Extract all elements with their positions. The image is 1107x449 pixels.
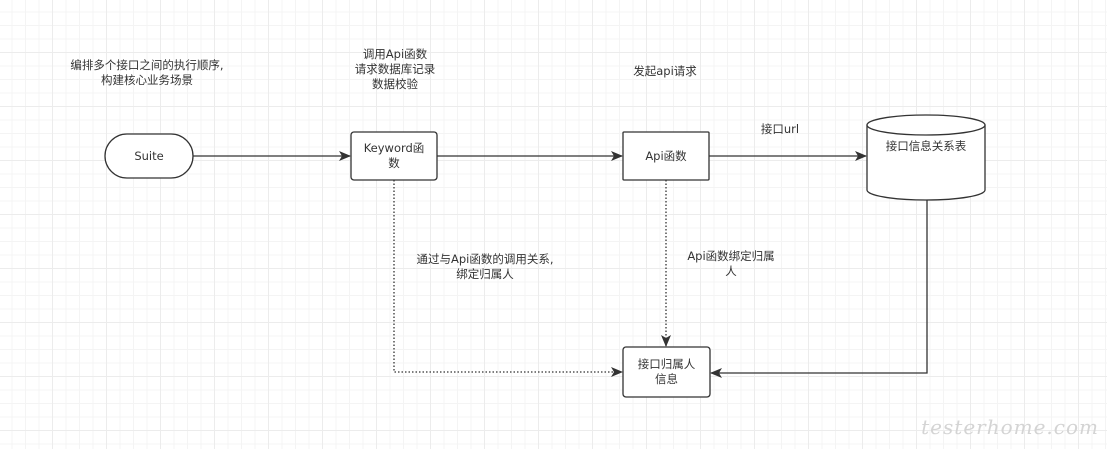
- keyword-owner-edge-label: 通过与Api函数的调用关系, 绑定归属人: [416, 252, 554, 281]
- watermark-logo: testerhome.com: [921, 415, 1099, 439]
- keyword-label: Keyword函 数: [363, 141, 425, 170]
- api-note: 发起api请求: [633, 64, 697, 78]
- edge-db-to-owner: [710, 200, 928, 378]
- db-node[interactable]: [866, 114, 986, 201]
- api-label: Api函数: [645, 148, 687, 163]
- suite-note: 编排多个接口之间的执行顺序, 构建核心业务场景: [70, 58, 224, 87]
- url-edge-label: 接口url: [760, 122, 800, 136]
- db-label: 接口信息关系表: [885, 138, 967, 153]
- suite-label: Suite: [134, 148, 164, 163]
- keyword-note: 调用Api函数 请求数据库记录 数据校验: [354, 47, 436, 91]
- edge-keyword-to-owner: [393, 180, 623, 377]
- owner-label: 接口归属人 信息: [637, 357, 696, 386]
- api-owner-edge-label: Api函数绑定归属 人: [687, 249, 775, 278]
